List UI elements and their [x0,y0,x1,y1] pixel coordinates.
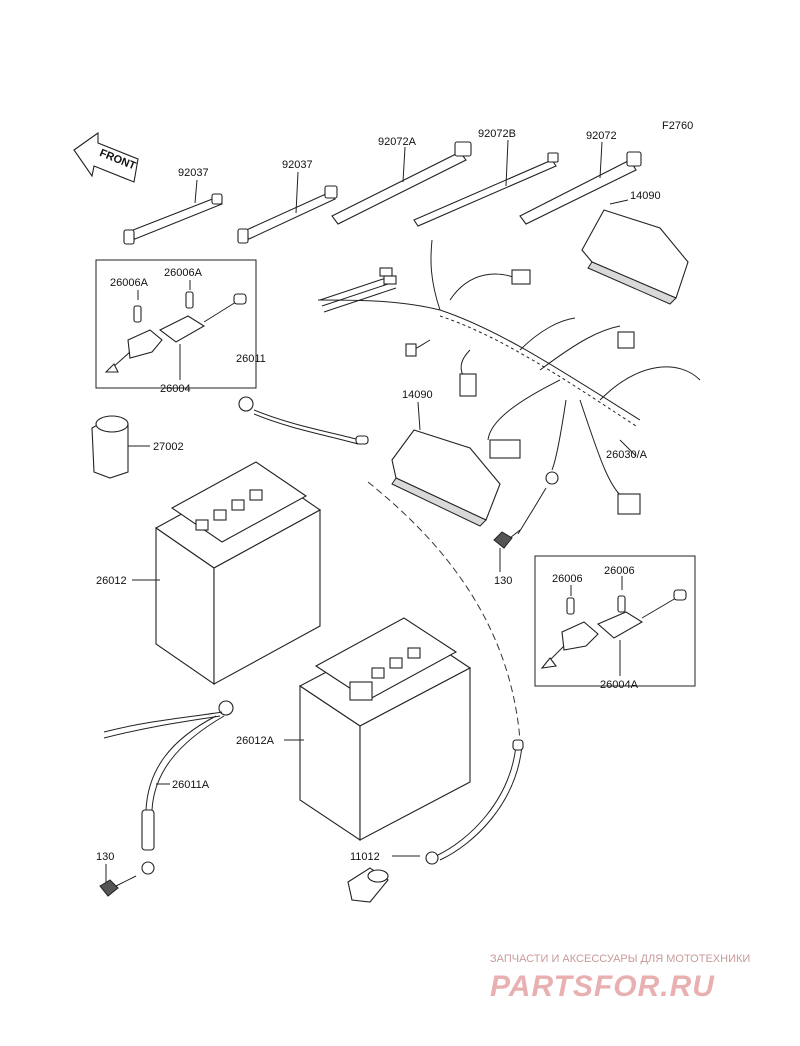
figure-code: F2760 [662,120,693,132]
label-130-top: 130 [494,575,512,587]
front-arrow-icon: FRONT [73,131,139,183]
label-92037-left: 92037 [178,167,209,179]
label-26004: 26004 [160,383,191,395]
label-14090-mid: 14090 [402,389,433,401]
label-26006-1: 26006 [552,573,583,585]
cover-14090-mid: 14090 [391,389,501,527]
watermark-logo: PARTSFOR.RU [490,970,715,1003]
bolt-130-top: 130 [493,487,547,587]
lead-26011: 26011 [236,353,369,445]
band-92072: 92072 [519,130,642,225]
lead-cap-assembly [425,739,524,865]
label-26006-2: 26006 [604,565,635,577]
label-92072A: 92072A [378,136,417,148]
fuse-holder-26004A-group: 26006 26006 26004A [534,555,696,691]
battery-26012A: 26012A [236,617,472,842]
battery-26012: 26012 [96,461,322,686]
cap-11012: 11012 [347,851,420,903]
strap-92037-left: 92037 [123,167,224,245]
band-92072B: 92072B [413,128,559,227]
label-26004A: 26004A [600,679,639,691]
watermark: ЗАПЧАСТИ И АКСЕССУАРЫ ДЛЯ МОТОТЕХНИКИ PA… [490,953,750,1003]
label-92037-right: 92037 [282,159,313,171]
label-26012A: 26012A [236,735,275,747]
lead-26011A: 26011A [103,700,234,875]
connector-bundle-icon [319,267,397,313]
label-92072: 92072 [586,130,617,142]
label-27002: 27002 [153,441,184,453]
cover-14090-top: 14090 [581,190,689,305]
label-11012: 11012 [350,851,380,863]
label-14090-top: 14090 [630,190,661,202]
watermark-tagline: ЗАПЧАСТИ И АКСЕССУАРЫ ДЛЯ МОТОТЕХНИКИ [490,953,750,965]
label-92072B: 92072B [478,128,516,140]
fuse-holder-26004-group: 26006A 26006A 26004 [95,259,257,395]
label-26006A-2: 26006A [164,267,203,279]
routing-arc [367,481,521,741]
label-26011: 26011 [236,353,266,365]
wiring-harness-26030A: 26030/A [317,239,701,515]
bolt-130-bottom: 130 [96,851,137,897]
label-26006A-1: 26006A [110,277,149,289]
label-130-bottom: 130 [96,851,114,863]
band-92072A: 92072A [331,136,472,225]
label-26030A: 26030/A [606,449,648,461]
label-26012: 26012 [96,575,127,587]
label-26011A: 26011A [172,779,210,791]
relay-27002: 27002 [91,415,184,479]
strap-92037-right: 92037 [237,159,338,244]
